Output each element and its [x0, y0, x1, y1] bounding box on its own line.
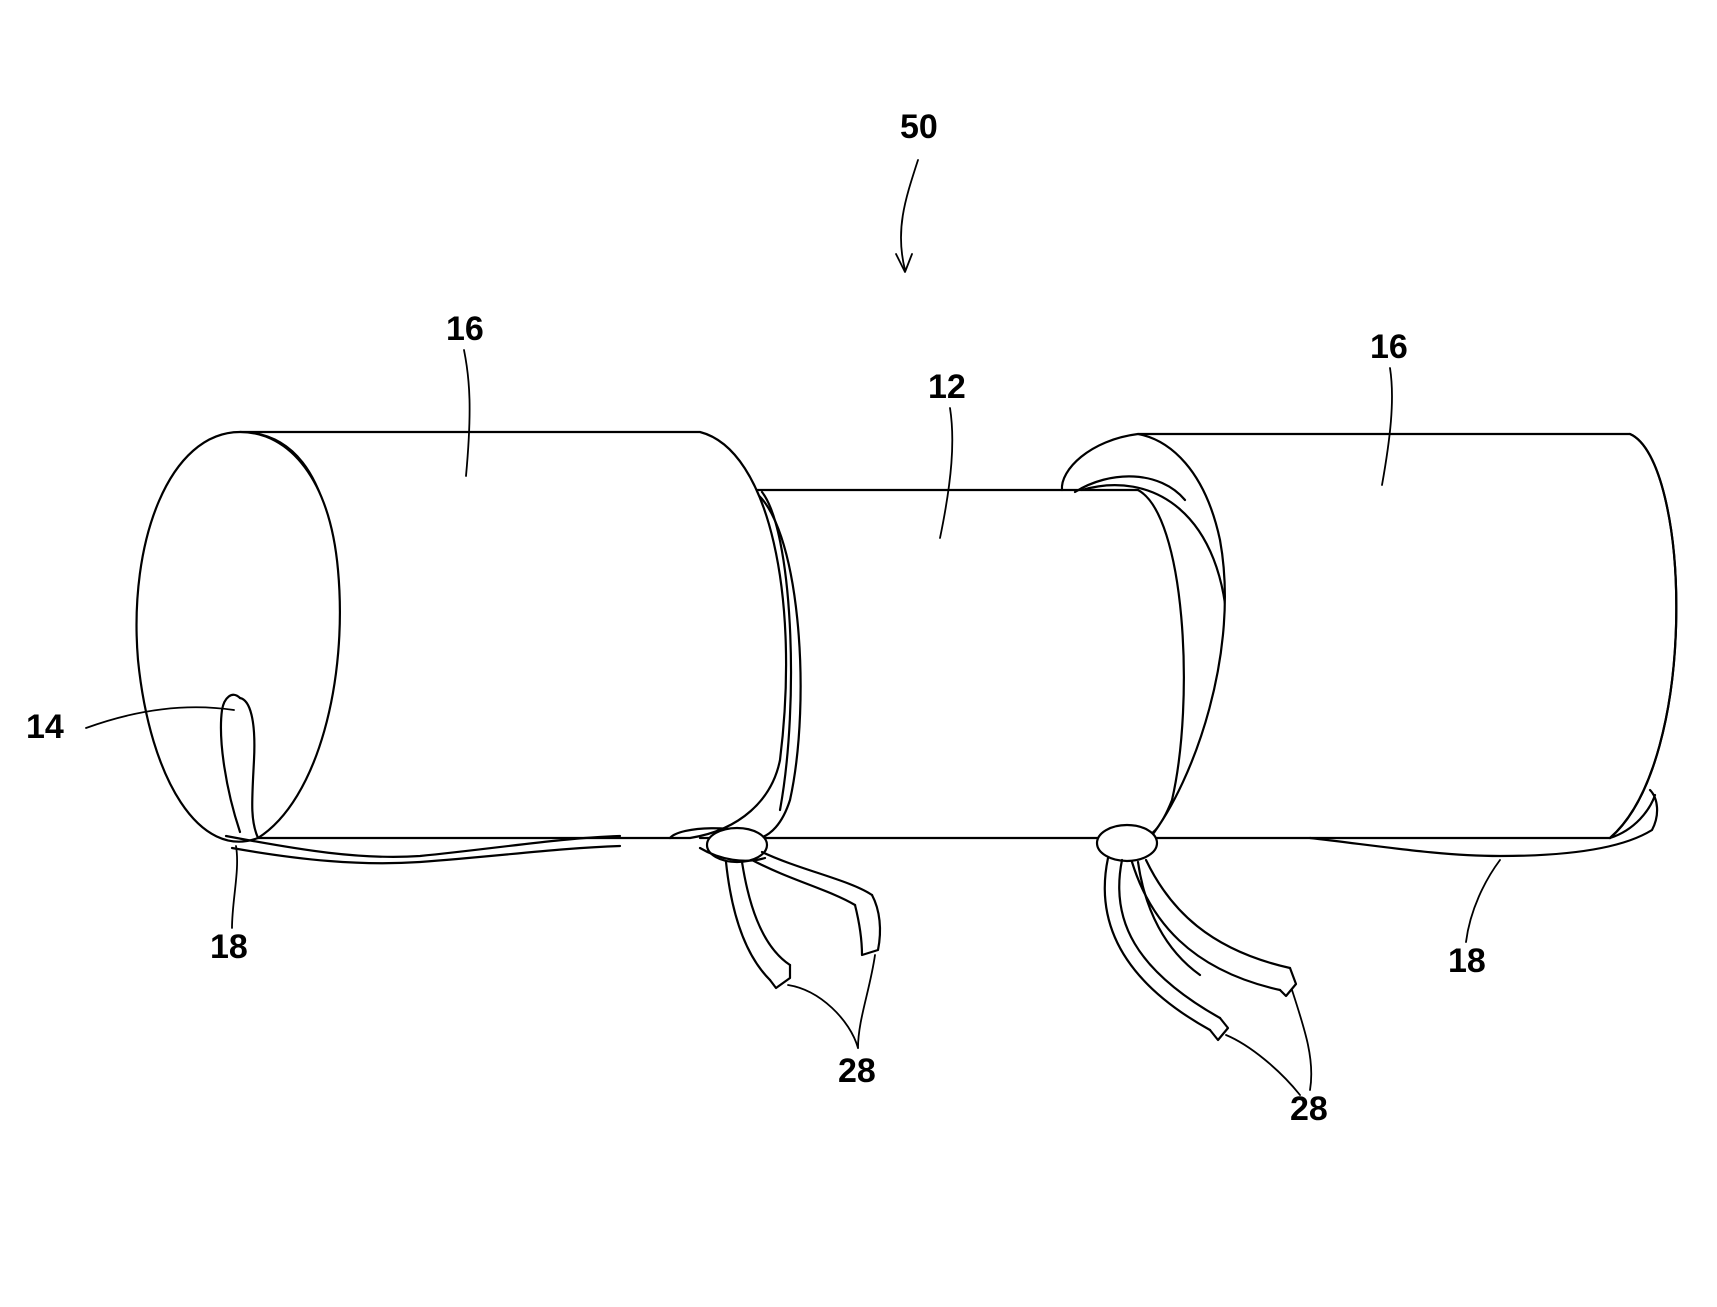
label-28-left: 28: [838, 1052, 876, 1090]
label-14: 14: [26, 708, 64, 746]
label-16-left: 16: [446, 310, 484, 348]
label-50: 50: [900, 108, 938, 146]
leader-lines: [85, 159, 1501, 1096]
reference-labels: 50 16 12 16 14 18 18 28 28: [26, 108, 1486, 1128]
label-18-right: 18: [1448, 942, 1486, 980]
end-pad-right: [1060, 432, 1678, 840]
strap-left: [224, 834, 622, 865]
strap-right: [1308, 788, 1659, 858]
tie-knot-left: [668, 826, 882, 990]
label-12: 12: [928, 368, 966, 406]
tie-knot-right: [1095, 823, 1298, 1042]
end-pad-left: [135, 430, 788, 843]
label-28-right: 28: [1290, 1090, 1328, 1128]
label-16-right: 16: [1370, 328, 1408, 366]
label-18-left: 18: [210, 928, 248, 966]
